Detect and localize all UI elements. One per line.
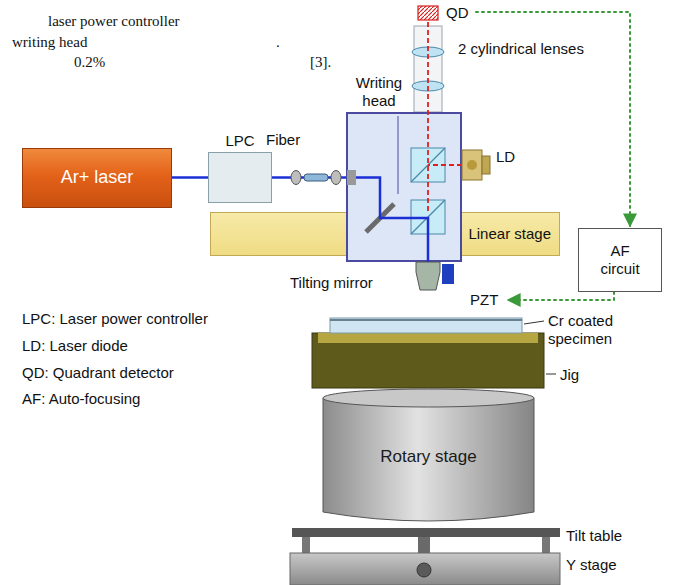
leader-line (546, 374, 556, 375)
part-label: LD (496, 148, 515, 166)
pzt-actuator (442, 264, 454, 284)
tilt-screw (418, 537, 430, 553)
laser-diode-window (467, 160, 477, 170)
signal-wire (508, 292, 614, 300)
writing-head: Writing head (346, 112, 462, 262)
laser-beam (356, 178, 428, 263)
beam-line (172, 176, 208, 179)
node-text: AF circuit (590, 242, 650, 278)
node-text: Writing head (348, 74, 410, 110)
body-text: writing head (12, 34, 87, 51)
rotary-stage: Rotary stage (322, 388, 535, 526)
citation: [3]. (310, 54, 331, 71)
node-text: Ar+ laser (61, 167, 134, 189)
controller-box: LPC (208, 152, 272, 203)
specimen-plate (330, 318, 522, 333)
jig-top (318, 333, 538, 343)
tilt-post (542, 537, 550, 553)
laser-diode (462, 150, 482, 180)
laser-diode-can (482, 156, 490, 174)
collimator (347, 170, 356, 185)
af-beam (428, 164, 462, 166)
y-stage-body (290, 553, 560, 585)
af-circuit-box: AF circuit (578, 228, 662, 292)
cylinder-top (323, 389, 534, 407)
fiber (291, 171, 341, 185)
abbreviation-note: QD: Quadrant detector (22, 364, 174, 382)
part-label: 2 cylindrical lenses (458, 40, 584, 58)
tilt-post (302, 537, 310, 553)
jig-body (312, 333, 544, 388)
part-label: Tilt table (566, 527, 622, 545)
abbreviation-note: LD: Laser diode (22, 337, 128, 355)
body-text: laser power controller (48, 13, 180, 30)
tilt-y-stage (290, 528, 560, 585)
quadrant-detector (418, 6, 438, 20)
part-label: Jig (560, 366, 579, 384)
objective-lens (416, 262, 440, 290)
part-label: PZT (470, 291, 498, 309)
af-beam (427, 22, 429, 214)
specimen-jig (312, 318, 556, 388)
part-label: Y stage (566, 556, 617, 574)
head-optics (347, 22, 490, 290)
y-stage-knob (417, 563, 431, 577)
tilt-plate (292, 528, 560, 537)
node-text: Rotary stage (380, 447, 476, 467)
part-label: Fiber (266, 131, 300, 149)
part-label: Tilting mirror (290, 274, 373, 292)
cylinder-body (323, 398, 534, 521)
node-text: Linear stage (468, 225, 551, 243)
abbreviation-note: AF: Auto-focusing (22, 390, 140, 408)
fiber-coupler (331, 171, 341, 185)
body-text: 0.2% (74, 54, 105, 71)
part-label: QD (446, 4, 469, 22)
head-divider (398, 116, 399, 194)
fiber-body (304, 174, 328, 181)
abbreviation-note: LPC: Laser power controller (22, 310, 208, 328)
body-text: . (276, 34, 280, 51)
fiber-coupler (291, 171, 301, 185)
cr-coating (330, 319, 522, 321)
leader-line (524, 321, 544, 324)
laser-box: Ar+ laser (22, 148, 172, 208)
part-label: Cr coated specimen (548, 312, 648, 348)
node-text: LPC (209, 132, 271, 150)
